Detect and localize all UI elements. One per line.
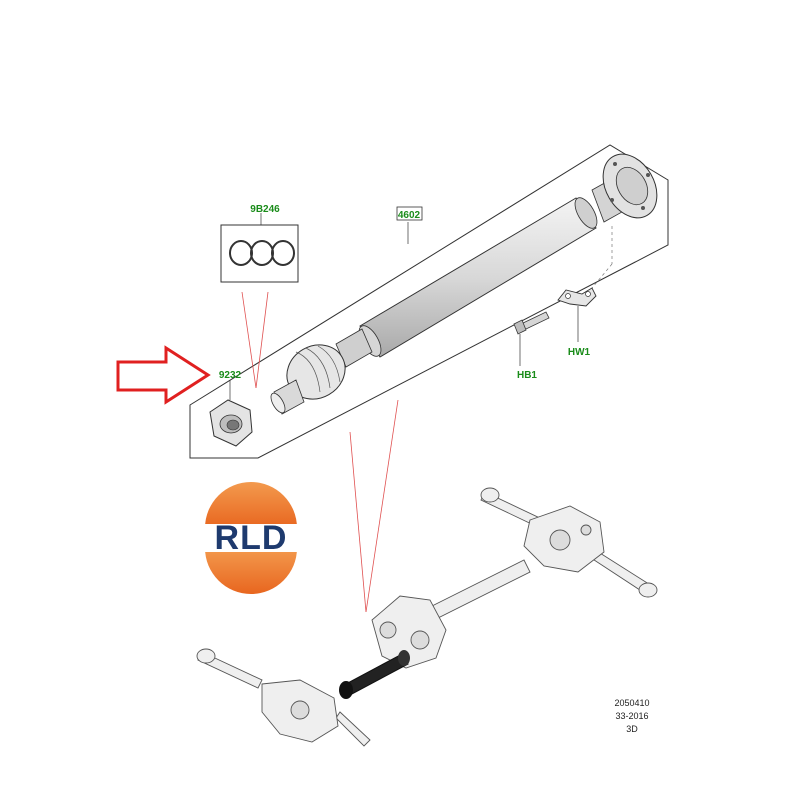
driveshaft-assembly — [270, 153, 658, 415]
flange-coupling — [591, 153, 658, 223]
exploded-view-frame — [189, 144, 669, 459]
bolt — [513, 311, 550, 366]
logo-text: RLD — [215, 519, 288, 557]
cv-joint-boot — [286, 344, 346, 400]
highlighted-front-propshaft — [339, 650, 410, 699]
snap-ring-kit — [220, 224, 299, 283]
mounting-bracket — [557, 287, 597, 342]
red-arrow-icon — [116, 345, 211, 405]
callout-bracket: HW1 — [568, 347, 591, 358]
reference-line-2: 33-2016 — [615, 711, 648, 721]
shaft-callout-box — [396, 206, 423, 221]
reference-line-3: 3D — [626, 724, 638, 734]
vehicle-drivetrain-illustration — [196, 487, 658, 747]
callout-bolt: HB1 — [517, 370, 537, 381]
rld-logo: RLD — [205, 482, 297, 594]
snap-ring-3 — [271, 240, 295, 266]
callout-snap-rings: 9B246 — [250, 204, 280, 215]
splined-stub — [270, 379, 305, 415]
leader-lines — [241, 291, 399, 613]
callout-shaft: 4602 — [398, 210, 421, 221]
callout-nut: 9232 — [219, 370, 242, 381]
reference-line-1: 2050410 — [614, 698, 649, 708]
hex-nut — [209, 380, 253, 447]
